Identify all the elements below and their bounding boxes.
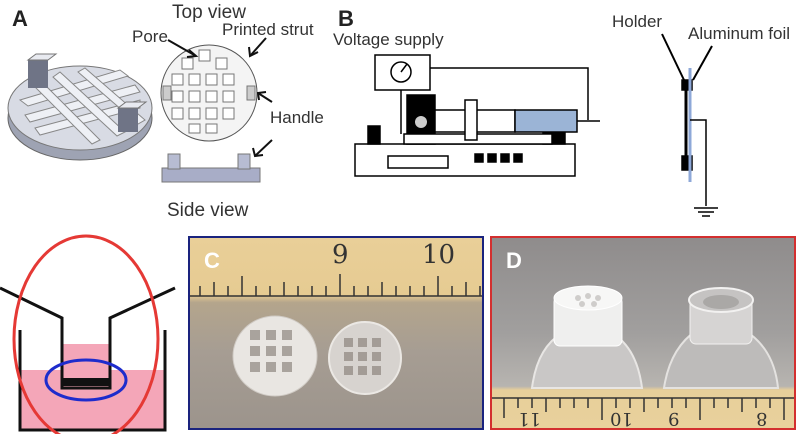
transwell-schematic — [0, 234, 176, 434]
aluminum-foil-label: Aluminum foil — [688, 24, 791, 43]
scaffold-photo-right — [328, 321, 402, 395]
panel-b-letter: B — [338, 6, 354, 31]
printed-strut-label: Printed strut — [222, 20, 314, 39]
scaffold-top-view — [160, 37, 273, 158]
panel-d-inserts — [492, 285, 794, 420]
insert-right — [662, 287, 780, 389]
electrospinning-setup — [354, 33, 718, 217]
panel-d-ruler-number-11: 11 — [518, 408, 541, 429]
scaffold-photo-left — [232, 315, 318, 397]
panel-c-ruler — [190, 274, 482, 397]
panel-d-photo: D 11 10 — [490, 236, 796, 430]
side-view-label: Side view — [167, 200, 249, 221]
voltage-supply-label: Voltage supply — [333, 30, 444, 49]
panel-d-ruler-number-8: 8 — [756, 408, 768, 429]
scaffold-side-view — [161, 153, 261, 183]
scaffold-3d-render — [7, 53, 153, 161]
panel-c-letter: C — [204, 248, 220, 273]
panel-c-ruler-number-9: 9 — [332, 240, 349, 270]
panel-d-letter: D — [506, 248, 522, 273]
holder-label: Holder — [612, 12, 663, 31]
handle-label: Handle — [270, 108, 324, 127]
pore-label: Pore — [132, 27, 168, 46]
panel-d-ruler-number-10: 10 — [610, 408, 633, 429]
insert-left — [530, 285, 644, 389]
top-view-label: Top view — [172, 2, 246, 23]
panel-c-ruler-number-10: 10 — [422, 240, 456, 270]
panel-a-letter: A — [12, 6, 28, 31]
panel-d-ruler-number-9: 9 — [668, 408, 680, 429]
panel-c-photo: C 9 1 — [188, 236, 484, 430]
